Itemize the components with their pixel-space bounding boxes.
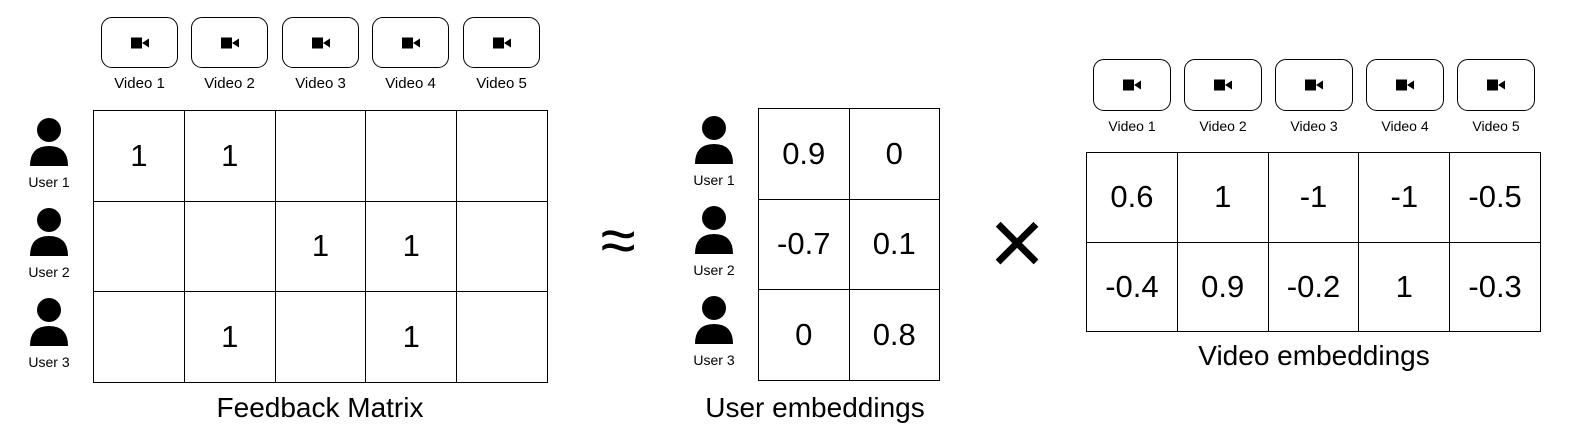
matrix-cell: -0.7: [758, 198, 850, 291]
user-embeddings-matrix: 0.9 0 -0.7 0.1 0 0.8: [758, 108, 940, 381]
matrix-row: 1 1: [93, 291, 548, 383]
matrix-cell: -1: [1267, 152, 1360, 243]
matrix-row: 1 1: [93, 110, 548, 202]
video-label: Video 4: [1381, 118, 1429, 134]
person-icon: [695, 296, 733, 344]
video-card: [282, 17, 359, 68]
video-card: [1457, 59, 1535, 111]
video-card: [191, 17, 268, 68]
matrix-cell: 1: [183, 110, 276, 202]
matrix-cell: [93, 291, 185, 383]
video-card: [101, 17, 178, 68]
matrix-cell: 1: [1358, 241, 1451, 332]
video-camera-icon: [1123, 79, 1141, 91]
video-card: [372, 17, 449, 68]
video-label: Video 4: [385, 75, 436, 92]
video-embeddings-caption: Video embeddings: [1198, 340, 1430, 371]
user-label: User 1: [28, 174, 70, 190]
person-icon: [30, 208, 68, 256]
matrix-cell: -1: [1358, 152, 1451, 243]
user-label: User 2: [693, 262, 735, 278]
video-camera-icon: [1487, 79, 1505, 91]
person-icon: [695, 116, 733, 164]
user-embeddings-caption: User embeddings: [705, 392, 925, 423]
matrix-cell: [274, 110, 367, 202]
matrix-cell: [456, 291, 548, 383]
user-label: User 2: [28, 264, 70, 280]
person-icon: [695, 206, 733, 254]
video-camera-icon: [1396, 79, 1414, 91]
feedback-matrix-caption: Feedback Matrix: [216, 392, 424, 423]
matrix-row: -0.4 0.9 -0.2 1 -0.3: [1086, 241, 1541, 332]
matrix-cell: [274, 291, 367, 383]
video-camera-icon: [130, 37, 149, 48]
user-row-header: User 2: [686, 203, 742, 283]
matrix-cell: 0.9: [758, 108, 850, 200]
video-label: Video 3: [295, 75, 346, 92]
user-row-header: User 3: [686, 293, 742, 373]
video-label: Video 2: [1199, 118, 1247, 134]
times-symbol: ×: [988, 189, 1046, 296]
matrix-cell: 0: [758, 289, 850, 381]
user-row-header: User 3: [21, 295, 77, 375]
video-camera-icon: [311, 37, 330, 48]
matrix-cell: [365, 110, 458, 202]
matrix-row: 0 0.8: [758, 289, 940, 381]
matrix-row: 1 1: [93, 200, 548, 293]
matrix-cell: -0.2: [1267, 241, 1360, 332]
video-camera-icon: [492, 37, 511, 48]
video-label: Video 3: [1290, 118, 1338, 134]
video-card: [1093, 59, 1171, 111]
approx-symbol: ≈: [600, 204, 636, 276]
person-icon: [30, 298, 68, 346]
person-icon: [30, 118, 68, 166]
video-camera-icon: [401, 37, 420, 48]
matrix-cell: 0.6: [1086, 152, 1178, 243]
matrix-cell: -0.4: [1086, 241, 1178, 332]
user-row-header: User 1: [686, 113, 742, 193]
user-row-header: User 1: [21, 115, 77, 195]
video-card: [463, 17, 540, 68]
matrix-cell: 0: [848, 108, 940, 200]
matrix-row: 0.6 1 -1 -1 -0.5: [1086, 152, 1541, 243]
matrix-cell: 0.9: [1176, 241, 1269, 332]
feedback-matrix: 1 1 1 1 1 1: [93, 110, 548, 383]
matrix-cell: 1: [274, 200, 367, 293]
video-card: [1366, 59, 1444, 111]
video-label: Video 5: [1472, 118, 1520, 134]
matrix-cell: 1: [1176, 152, 1269, 243]
video-label: Video 5: [476, 75, 527, 92]
user-label: User 1: [693, 172, 735, 188]
user-label: User 3: [28, 354, 70, 370]
matrix-cell: 1: [365, 291, 458, 383]
matrix-cell: [183, 200, 276, 293]
matrix-row: -0.7 0.1: [758, 198, 940, 291]
matrix-cell: [456, 200, 548, 293]
matrix-cell: [93, 200, 185, 293]
matrix-cell: 1: [93, 110, 185, 202]
video-label: Video 2: [204, 75, 255, 92]
matrix-cell: -0.5: [1449, 152, 1541, 243]
matrix-cell: -0.3: [1449, 241, 1541, 332]
user-label: User 3: [693, 352, 735, 368]
matrix-cell: 0.8: [848, 289, 940, 381]
video-camera-icon: [1305, 79, 1323, 91]
matrix-cell: 1: [365, 200, 458, 293]
user-row-header: User 2: [21, 205, 77, 285]
matrix-cell: 1: [183, 291, 276, 383]
video-embeddings-matrix: 0.6 1 -1 -1 -0.5 -0.4 0.9 -0.2 1 -0.3: [1086, 152, 1541, 332]
matrix-cell: 0.1: [848, 198, 940, 291]
matrix-row: 0.9 0: [758, 108, 940, 200]
video-camera-icon: [220, 37, 239, 48]
video-label: Video 1: [1108, 118, 1156, 134]
video-camera-icon: [1214, 79, 1232, 91]
video-card: [1275, 59, 1353, 111]
video-label: Video 1: [114, 75, 165, 92]
matrix-cell: [456, 110, 548, 202]
video-card: [1184, 59, 1262, 111]
